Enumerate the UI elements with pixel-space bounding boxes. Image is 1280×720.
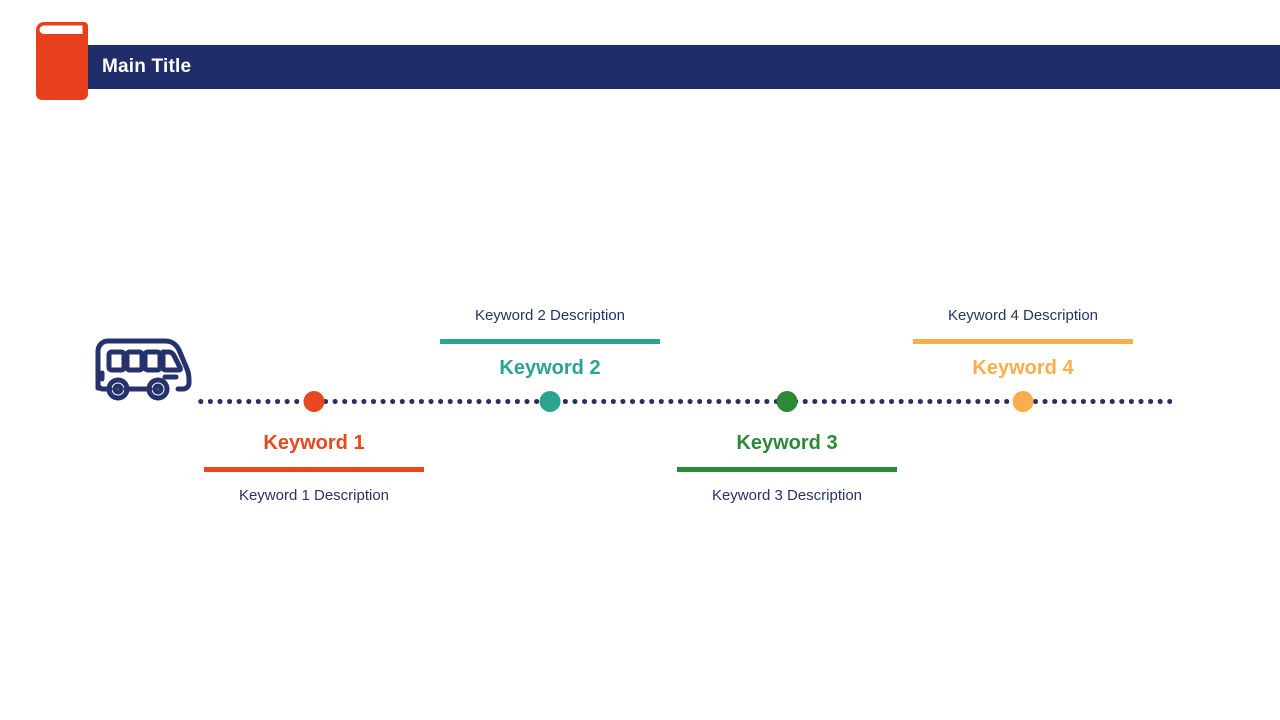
timeline-node-marker-4[interactable] [1012,391,1034,412]
timeline-node-3[interactable]: Keyword 3 Keyword 3 Description [677,430,897,507]
timeline-axis [196,399,1172,404]
keyword-title-4: Keyword 4 [972,357,1074,379]
page-title: Main Title [102,56,192,77]
timeline-node-marker-1[interactable] [303,391,325,412]
keyword-title-1: Keyword 1 [263,432,365,454]
timeline-node-4[interactable]: Keyword 4 Description Keyword 4 [913,305,1133,381]
keyword-rule-2 [440,339,660,344]
timeline-node-marker-2[interactable] [539,391,561,412]
timeline-node-marker-3[interactable] [776,391,798,412]
keyword-rule-1 [204,467,424,472]
keyword-rule-4 [913,339,1133,344]
keyword-description-1: Keyword 1 Description [238,487,390,504]
keyword-rule-3 [677,467,897,472]
keyword-description-4: Keyword 4 Description [947,307,1099,324]
book-icon [36,22,88,100]
keyword-description-3: Keyword 3 Description [711,487,863,504]
header-bar: Main Title [88,45,1280,89]
timeline-node-1[interactable]: Keyword 1 Keyword 1 Description [204,430,424,507]
keyword-description-2: Keyword 2 Description [474,307,626,324]
bus-icon [95,338,192,401]
keyword-title-3: Keyword 3 [736,432,838,454]
keyword-title-2: Keyword 2 [499,357,601,379]
timeline-node-2[interactable]: Keyword 2 Description Keyword 2 [440,305,660,381]
